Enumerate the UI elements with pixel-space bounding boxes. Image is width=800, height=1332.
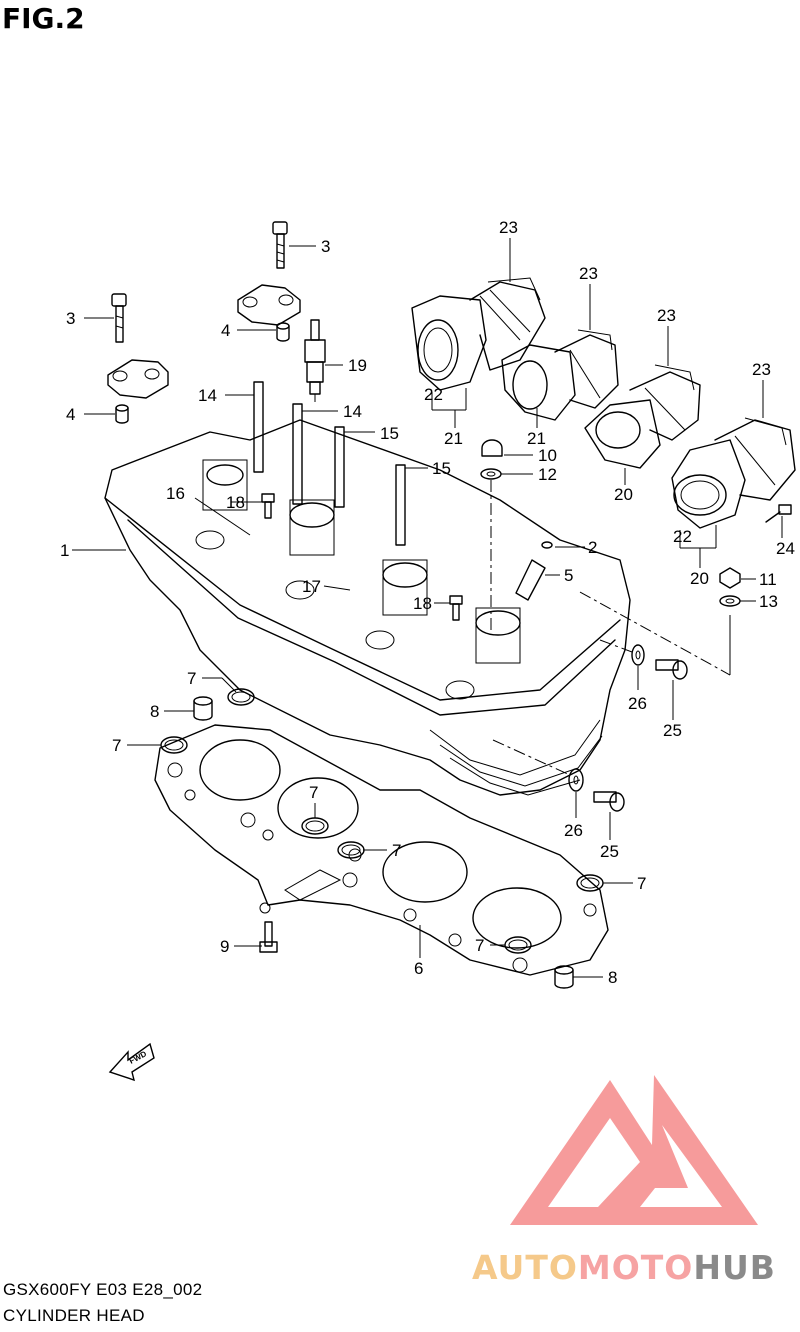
washer-13[interactable] — [719, 595, 741, 607]
callout-21: 21 — [444, 429, 463, 448]
callout-2: 2 — [588, 538, 597, 557]
intake-pipe-20b[interactable] — [671, 419, 796, 529]
callout-labels: 3 3 4 4 19 14 14 15 15 16 18 1 17 18 2 5… — [60, 218, 795, 987]
dowel-pin-left[interactable] — [115, 404, 129, 424]
gasket-26b[interactable] — [568, 768, 584, 792]
callout-22: 22 — [673, 527, 692, 546]
head-gasket[interactable] — [154, 724, 609, 976]
callout-7: 7 — [637, 874, 646, 893]
callout-7: 7 — [187, 669, 196, 688]
stud-bolt-15b[interactable] — [395, 464, 406, 546]
o-ring-7f[interactable] — [504, 936, 532, 954]
callout-17: 17 — [302, 577, 321, 596]
callout-7: 7 — [392, 841, 401, 860]
callout-8: 8 — [608, 968, 617, 987]
washer-12[interactable] — [480, 468, 502, 480]
plug-5[interactable] — [515, 559, 546, 601]
dowel-8a[interactable] — [193, 696, 213, 721]
bolt-25a[interactable] — [655, 659, 688, 680]
callout-23: 23 — [499, 218, 518, 237]
callout-10: 10 — [538, 446, 557, 465]
callout-12: 12 — [538, 465, 557, 484]
intake-pipe-20a[interactable] — [584, 371, 701, 469]
callout-21: 21 — [527, 429, 546, 448]
callout-23: 23 — [657, 306, 676, 325]
callout-20: 20 — [614, 485, 633, 504]
callout-14: 14 — [343, 402, 362, 421]
callout-23: 23 — [752, 360, 771, 379]
cap-bolt-left[interactable] — [111, 293, 127, 343]
bolt-18a[interactable] — [261, 493, 275, 519]
dowel-8b[interactable] — [554, 965, 574, 989]
o-ring-7b[interactable] — [160, 736, 188, 754]
cap-bolt-upper[interactable] — [272, 221, 288, 269]
callout-7: 7 — [475, 936, 484, 955]
clamp-23c[interactable] — [654, 364, 695, 391]
o-ring-7e[interactable] — [576, 874, 604, 892]
callout-13: 13 — [759, 592, 778, 611]
leader-lines — [72, 238, 783, 978]
callout-7: 7 — [309, 783, 318, 802]
nut-11[interactable] — [719, 567, 741, 589]
o-ring-7a[interactable] — [227, 688, 255, 706]
callout-20: 20 — [690, 569, 709, 588]
callout-15: 15 — [432, 459, 451, 478]
figure-caption: CYLINDER HEAD — [3, 1306, 145, 1325]
spark-plug[interactable] — [304, 319, 326, 402]
screw-24[interactable] — [765, 504, 792, 523]
callout-3: 3 — [66, 309, 75, 328]
fwd-arrow-icon: FWD — [108, 1042, 155, 1082]
figure-title: FIG.2 — [2, 2, 85, 35]
callout-7: 7 — [112, 736, 121, 755]
callout-3: 3 — [321, 237, 330, 256]
gasket-26a[interactable] — [631, 644, 645, 666]
callout-1: 1 — [60, 541, 69, 560]
callout-25: 25 — [600, 842, 619, 861]
bolt-25b[interactable] — [593, 791, 625, 812]
callout-25: 25 — [663, 721, 682, 740]
callout-23: 23 — [579, 264, 598, 283]
stud-bolt-15a[interactable] — [334, 426, 345, 508]
callout-4: 4 — [66, 405, 75, 424]
callout-19: 19 — [348, 356, 367, 375]
callout-11: 11 — [759, 570, 777, 589]
o-ring-7c[interactable] — [301, 817, 329, 835]
callout-14: 14 — [198, 386, 217, 405]
callout-8: 8 — [150, 702, 159, 721]
stud-bolt-14b[interactable] — [292, 403, 303, 505]
clamp-23d[interactable] — [744, 417, 787, 446]
stud-bolt-14a[interactable] — [253, 381, 264, 473]
callout-24: 24 — [776, 539, 795, 558]
callout-15: 15 — [380, 424, 399, 443]
intake-pipe-21b[interactable] — [501, 334, 619, 421]
brand-wordmark: AUTOMOTOHUB — [472, 1248, 776, 1287]
model-code: GSX600FY E03 E28_002 — [3, 1280, 203, 1299]
bolt-9[interactable] — [259, 921, 278, 953]
camshaft-holder-left[interactable] — [107, 359, 169, 399]
callout-4: 4 — [221, 321, 230, 340]
callout-26: 26 — [564, 821, 583, 840]
intake-pipe-21a[interactable] — [411, 281, 546, 391]
callout-9: 9 — [220, 937, 229, 956]
callout-18: 18 — [226, 493, 245, 512]
automotohub-logo — [510, 1075, 758, 1225]
callout-5: 5 — [564, 566, 573, 585]
callout-26: 26 — [628, 694, 647, 713]
callout-16: 16 — [166, 484, 185, 503]
cap-nut-10[interactable] — [481, 439, 503, 457]
bolt-18b[interactable] — [449, 595, 463, 621]
callout-22: 22 — [424, 385, 443, 404]
pin-2[interactable] — [541, 541, 553, 549]
callout-6: 6 — [414, 959, 423, 978]
clamp-23b[interactable] — [577, 329, 613, 351]
callout-18: 18 — [413, 594, 432, 613]
clamp-23a[interactable] — [487, 277, 541, 301]
camshaft-holder-upper[interactable] — [237, 284, 301, 326]
dowel-pin-upper[interactable] — [276, 322, 290, 342]
